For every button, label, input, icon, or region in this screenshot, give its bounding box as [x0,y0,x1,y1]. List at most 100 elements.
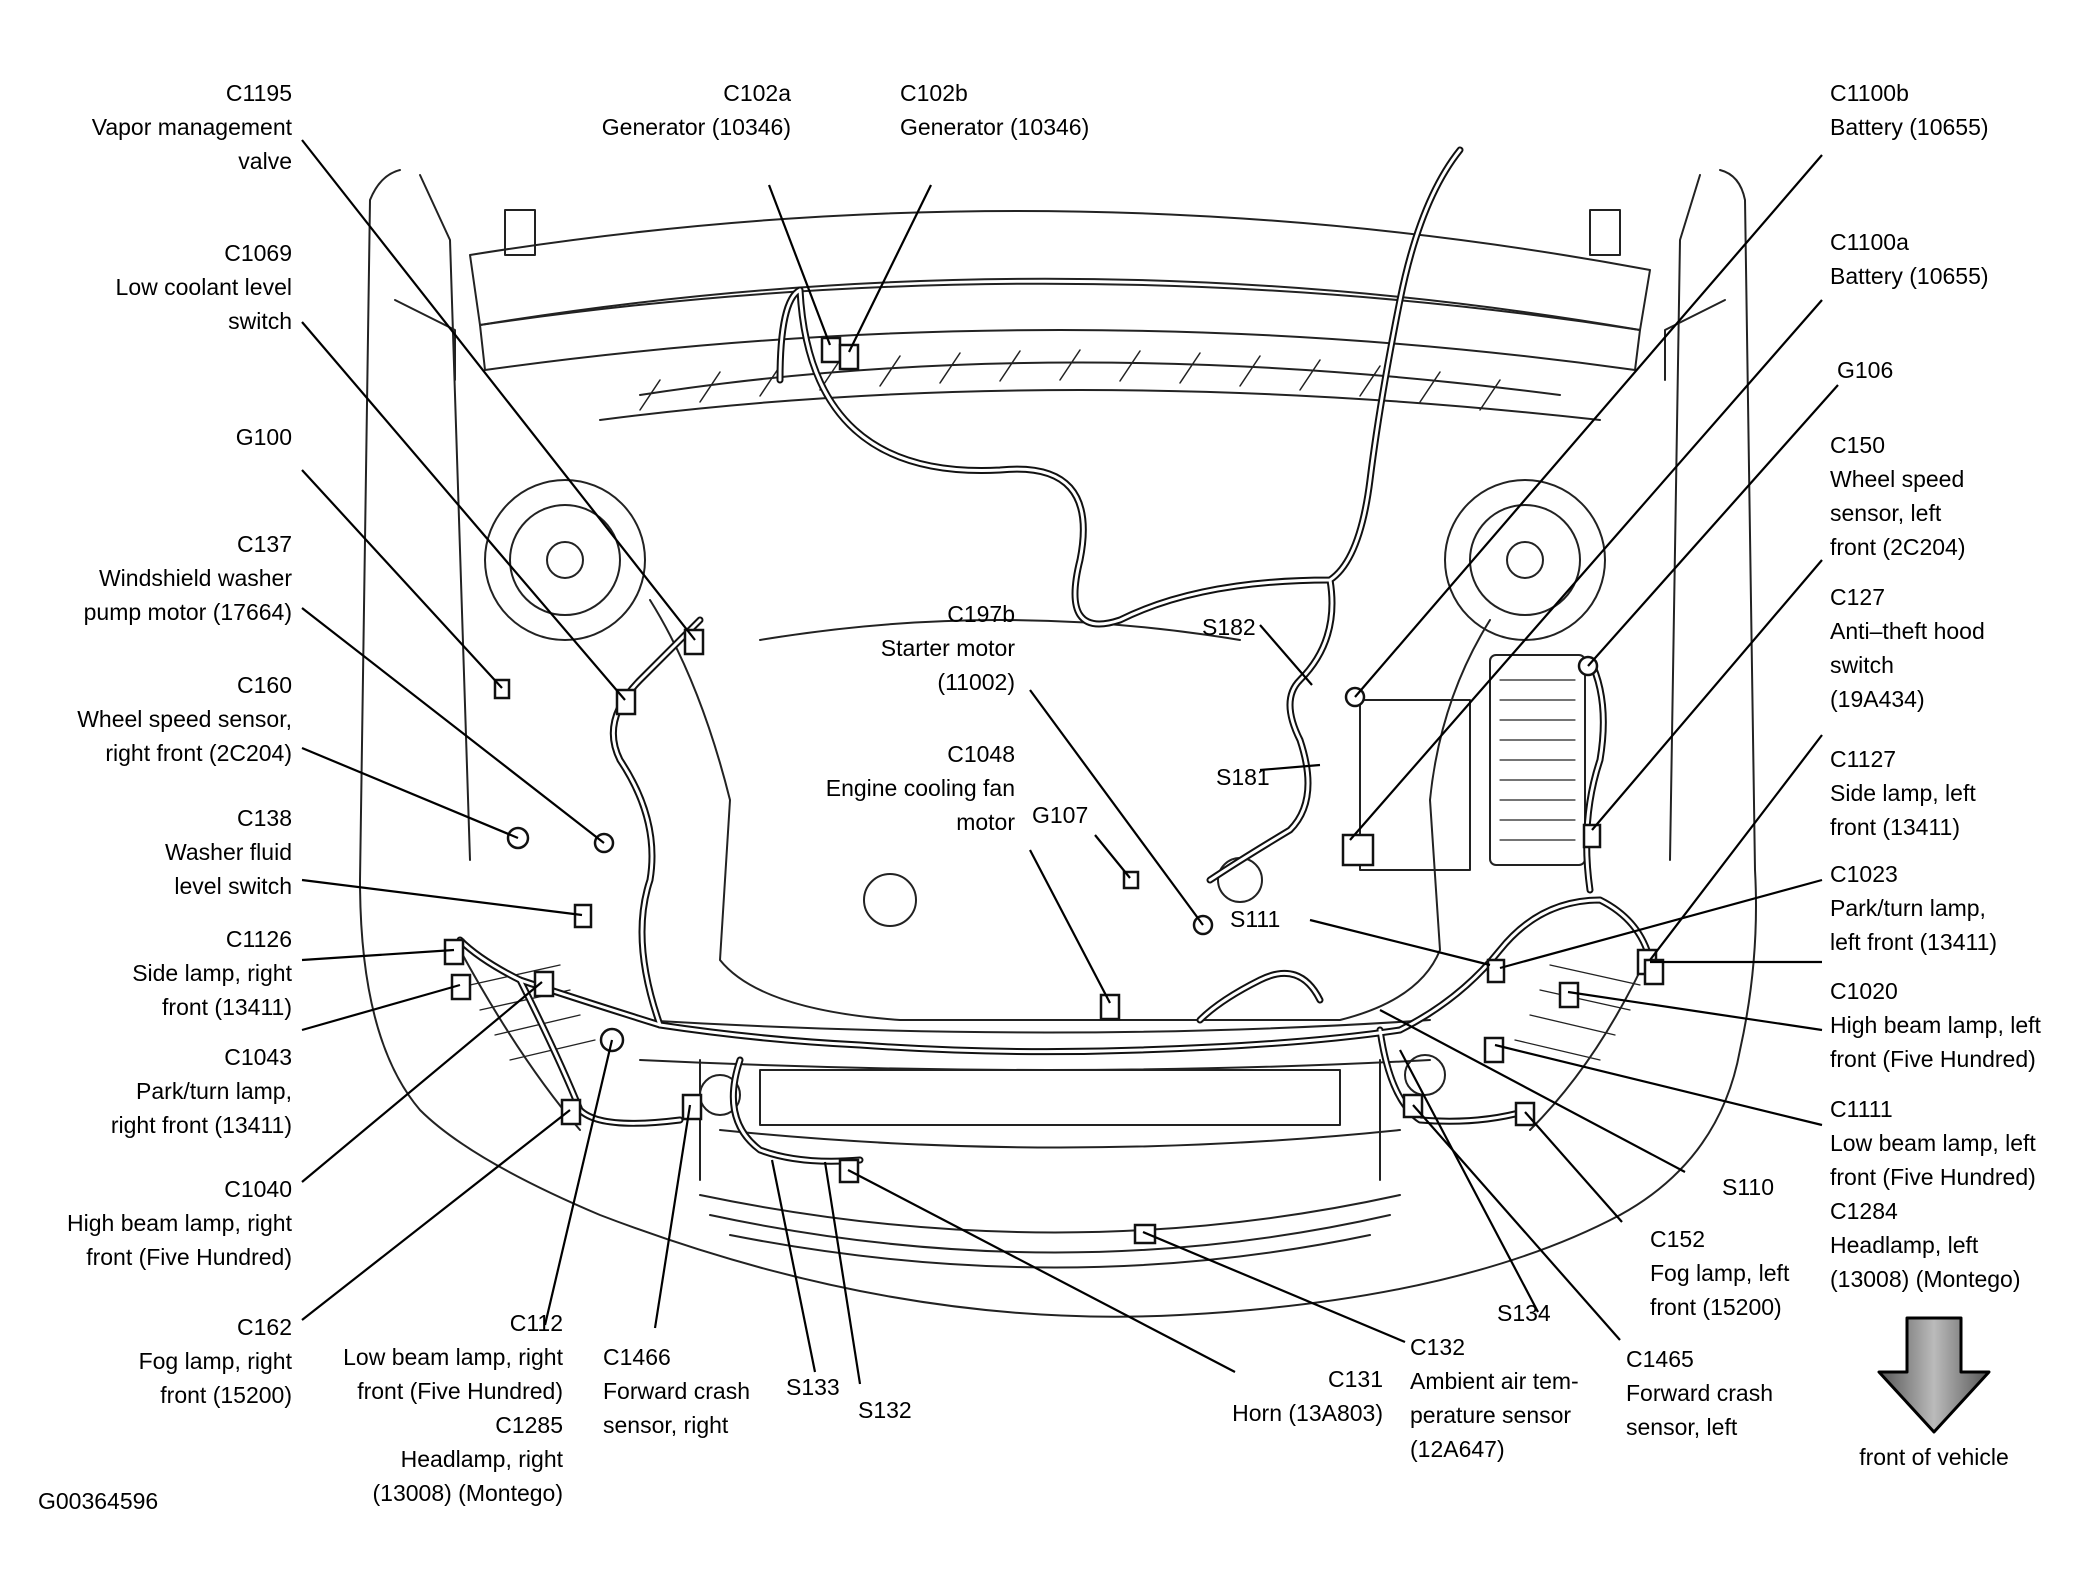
callout-line: level switch [174,873,292,899]
callout-s132: S132 [858,1393,912,1427]
connector-c1127 [1486,958,1506,984]
connector-c1040 [533,970,555,998]
callout-line: sensor, left [1830,500,1942,526]
callout-line: front (Five Hundred) [1830,1046,2036,1072]
callout-line: front (Five Hundred) [1830,1164,2036,1190]
callout-line: Engine cooling fan [825,775,1015,801]
callout-line: switch [1830,652,1894,678]
callout-line: Horn (13A803) [1232,1400,1383,1426]
callout-s181: S181 [1216,760,1270,794]
callout-line: (19A434) [1830,686,1925,712]
callout-line: G100 [235,424,292,450]
callout-line: Forward crash [1626,1380,1773,1406]
callout-line: C1069 [224,240,292,266]
callout-line: S182 [1202,614,1256,640]
callout-line: C127 [1830,584,1885,610]
callout-line: S110 [1722,1174,1775,1200]
callout-line: front (15200) [160,1382,292,1408]
callout-line: switch [228,308,292,334]
connector-c127 [1643,958,1665,986]
callout-line: C1195 [225,80,292,106]
callout-line: Headlamp, left [1830,1232,1979,1258]
callout-line: Side lamp, left [1830,780,1976,806]
callout-line: C1100b [1830,80,1909,106]
callout-line: left front (13411) [1830,929,1998,955]
callout-line: S181 [1216,764,1270,790]
callout-line: (13008) (Montego) [372,1480,564,1506]
callout-s134: S134 [1497,1296,1551,1330]
connector-c1195 [683,628,705,656]
callout-line: High beam lamp, left [1830,1012,2041,1038]
callout-line: Headlamp, right [400,1446,563,1472]
callout-line: S132 [858,1397,912,1423]
callout-s133: S133 [786,1370,840,1404]
callout-line: C1048 [947,741,1015,767]
callout-g106: G106 [1837,353,1893,387]
connector-c150 [1582,823,1602,849]
callout-line: C1020 [1830,978,1898,1004]
callout-line: sensor, left [1626,1414,1738,1440]
connector-c152 [1514,1101,1536,1127]
callout-line: Forward crash [603,1378,750,1404]
callout-line: Ambient air tem- [1410,1368,1579,1394]
callout-line: front (13411) [1830,814,1960,840]
connector-c102a [820,336,842,364]
callout-line: front (13411) [162,994,292,1020]
connector-c1020 [1558,981,1580,1009]
callout-line: Low beam lamp, right [343,1344,563,1370]
callout-s110: S110 [1722,1170,1774,1204]
callout-line: motor [956,809,1015,835]
callout-line: C160 [237,672,292,698]
callout-line: Wheel speed [1830,466,1965,492]
callout-line: Windshield washer [98,565,292,591]
callout-line: C1127 [1830,746,1897,772]
callout-line: C1043 [224,1044,292,1070]
callout-line: C1126 [225,926,292,952]
callout-line: front (2C204) [1830,534,1966,560]
front-of-vehicle-label: front of vehicle [1859,1444,2009,1470]
callout-line: Washer fluid [165,839,292,865]
callout-line: C162 [237,1314,292,1340]
connector-c1111 [1483,1036,1505,1064]
callout-line: C102a [723,80,791,106]
connector-c1048 [1099,993,1121,1021]
callout-line: C1284 [1830,1198,1898,1224]
callout-line: S134 [1497,1300,1551,1326]
connector-c138 [573,903,593,929]
callout-line: right front (2C204) [105,740,292,766]
callout-line: Starter motor [880,635,1015,661]
callout-line: Wheel speed sensor, [77,706,292,732]
callout-line: C138 [237,805,292,831]
callout-line: Park/turn lamp, [136,1078,292,1104]
callout-line: C152 [1650,1226,1705,1252]
callout-g100: G100 [236,420,292,454]
figure-code: G00364596 [38,1488,159,1514]
callout-line: C1285 [495,1412,563,1438]
callout-line: C150 [1830,432,1885,458]
callout-line: G106 [1837,357,1894,383]
callout-line: right front (13411) [110,1112,292,1138]
connector-c1100b [1341,833,1375,867]
callout-leader-lines [301,139,1839,1385]
callout-line: C1023 [1830,861,1898,887]
callout-line: Vapor management [91,114,292,140]
callout-line: C1100a [1830,229,1909,255]
